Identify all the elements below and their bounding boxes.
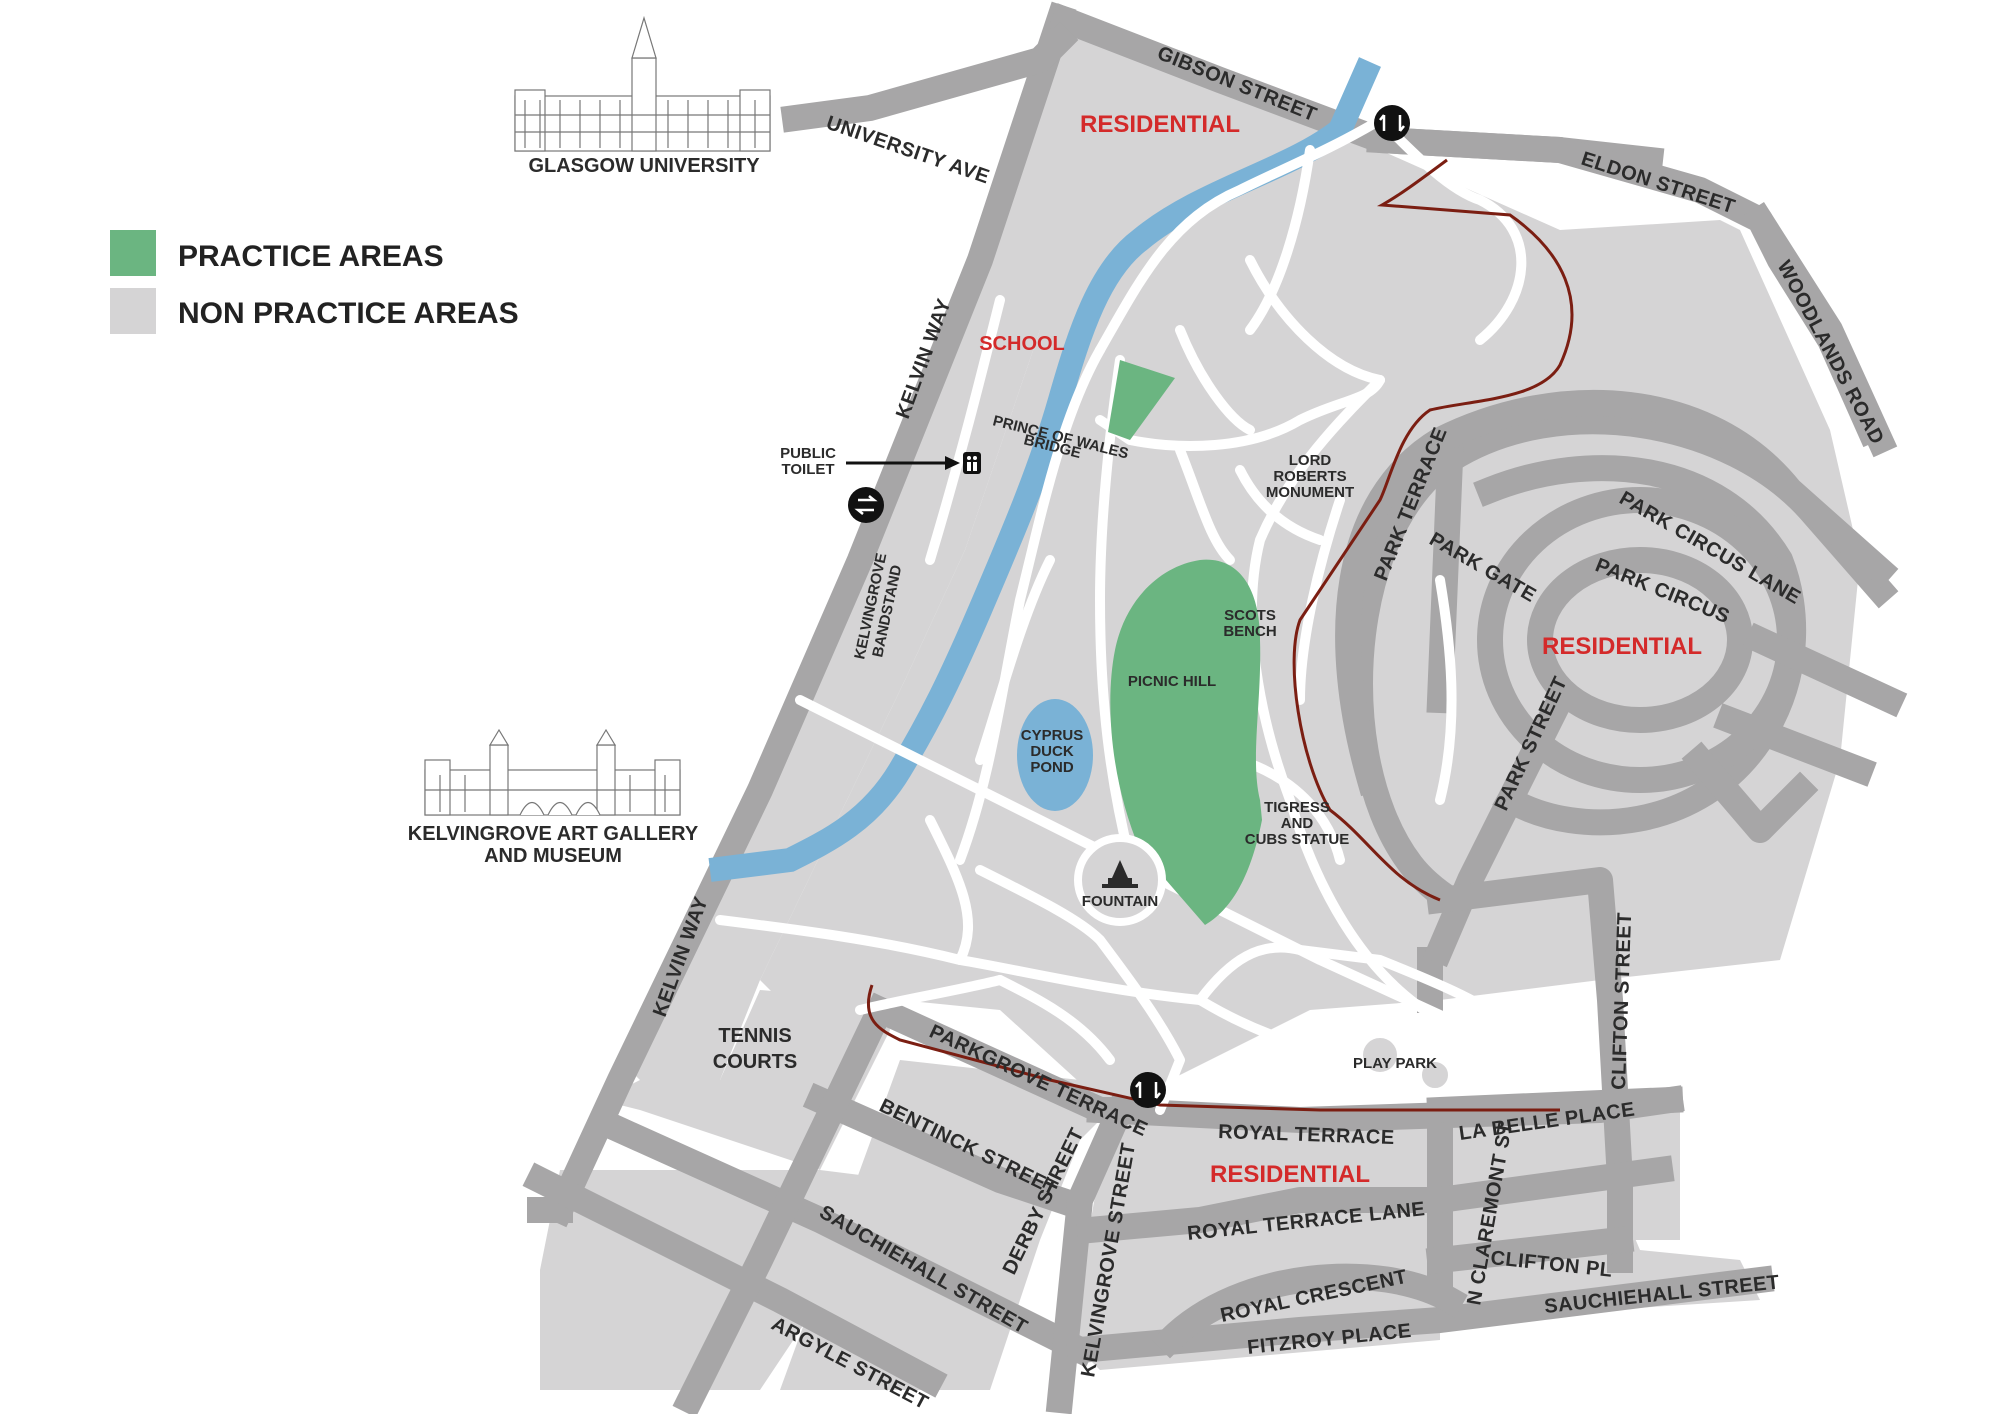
fountain-circle (1074, 834, 1166, 926)
south-block-2 (1070, 1110, 1450, 1370)
practice-area-north (1108, 360, 1175, 440)
cyprus-duck-pond-label-3: POND (1030, 759, 1074, 776)
park-paths (715, 115, 1565, 1115)
tigress-label-2: AND (1281, 815, 1314, 832)
kelvingrove-museum-building-icon (424, 728, 681, 816)
university-ave-road (780, 21, 1079, 133)
park-block (760, 18, 1860, 1110)
legend-non-practice-label: NON PRACTICE AREAS (178, 297, 519, 330)
residential-label-top: RESIDENTIAL (1080, 111, 1240, 138)
fountain-icon (1102, 860, 1138, 888)
public-toilet-label-1: PUBLIC (780, 445, 836, 462)
public-toilet-label-2: TOILET (781, 461, 834, 478)
crossing-icon-bottom (1130, 1072, 1166, 1108)
legend: PRACTICE AREAS NON PRACTICE AREAS (110, 230, 519, 334)
scots-bench-label-2: BENCH (1223, 623, 1276, 640)
cyprus-duck-pond-label-1: CYPRUS (1021, 727, 1084, 744)
school-label: SCHOOL (979, 333, 1065, 355)
cyprus-duck-pond (1017, 699, 1093, 811)
legend-practice-label: PRACTICE AREAS (178, 240, 444, 273)
crossing-icon-left (848, 487, 884, 523)
clifton-street-road (1425, 867, 1633, 1273)
argyle-street-road (522, 1162, 948, 1398)
kelvingrove-museum-label-2: AND MUSEUM (484, 845, 622, 867)
scots-bench-label-1: SCOTS (1224, 607, 1276, 624)
park-circus-southeast-road (1713, 703, 1877, 787)
south-block-3 (1450, 1100, 1760, 1320)
lord-roberts-label-2: ROBERTS (1273, 468, 1346, 485)
la-belle-place-road (1426, 1086, 1684, 1124)
glasgow-university-building-icon (514, 15, 771, 152)
non-practice-blocks (540, 18, 1860, 1390)
fitzroy-place-road (1065, 1265, 1775, 1365)
practice-area-picnic-hill (1110, 559, 1262, 925)
picnic-hill-label: PICNIC HILL (1128, 673, 1216, 690)
play-park-circles (1357, 1032, 1454, 1094)
residential-label-right: RESIDENTIAL (1542, 633, 1702, 660)
play-park-label: PLAY PARK (1353, 1055, 1437, 1072)
river-kelvin (708, 57, 1381, 882)
park-circus-core-ring (1527, 547, 1753, 733)
fountain-label: FOUNTAIN (1082, 893, 1158, 910)
roads (522, 1, 1908, 1414)
tigress-label-1: TIGRESS (1264, 799, 1330, 816)
park-circus-south-road (1681, 741, 1819, 843)
bentinck-street-road (802, 1082, 1077, 1217)
lord-roberts-label-1: LORD (1289, 452, 1332, 469)
kelvin-way-road (542, 1, 1077, 1228)
clifton-pl-road (1425, 1225, 1635, 1275)
lord-roberts-label-3: MONUMENT (1266, 484, 1354, 501)
park-boundary (866, 158, 1574, 1112)
sauchiehall-left-road (602, 1112, 1098, 1368)
royal-crescent-road (1151, 1263, 1468, 1359)
legend-swatch-non-practice (110, 288, 156, 334)
park-circus-lane-ring (1335, 390, 1899, 797)
legend-swatch-practice (110, 230, 156, 276)
park-street-road (1422, 682, 1578, 968)
tennis-courts-label-1: TENNIS (718, 1025, 791, 1047)
crossing-icon-top (1374, 105, 1410, 141)
kelvingrove-museum-label-1: KELVINGROVE ART GALLERY (408, 823, 699, 845)
cyprus-duck-pond-label-2: DUCK (1030, 743, 1073, 760)
street-university-ave: UNIVERSITY AVE (823, 112, 992, 189)
south-block-1 (780, 1060, 1110, 1390)
tigress-label-3: CUBS STATUE (1245, 831, 1349, 848)
tennis-courts-label-2: COURTS (713, 1051, 797, 1073)
toilet-icon (963, 452, 981, 474)
practice-areas (1108, 360, 1262, 925)
park-circus-east-road (1742, 622, 1908, 718)
derby-street-road (672, 992, 898, 1414)
woodlands-road (1742, 202, 1898, 458)
glasgow-university-label: GLASGOW UNIVERSITY (528, 155, 760, 177)
toilet-arrow (846, 456, 960, 470)
royal-terrace-lane-road (1075, 1155, 1675, 1245)
residential-label-bottom: RESIDENTIAL (1210, 1161, 1370, 1188)
kelvingrove-street-road (1045, 1092, 1138, 1414)
